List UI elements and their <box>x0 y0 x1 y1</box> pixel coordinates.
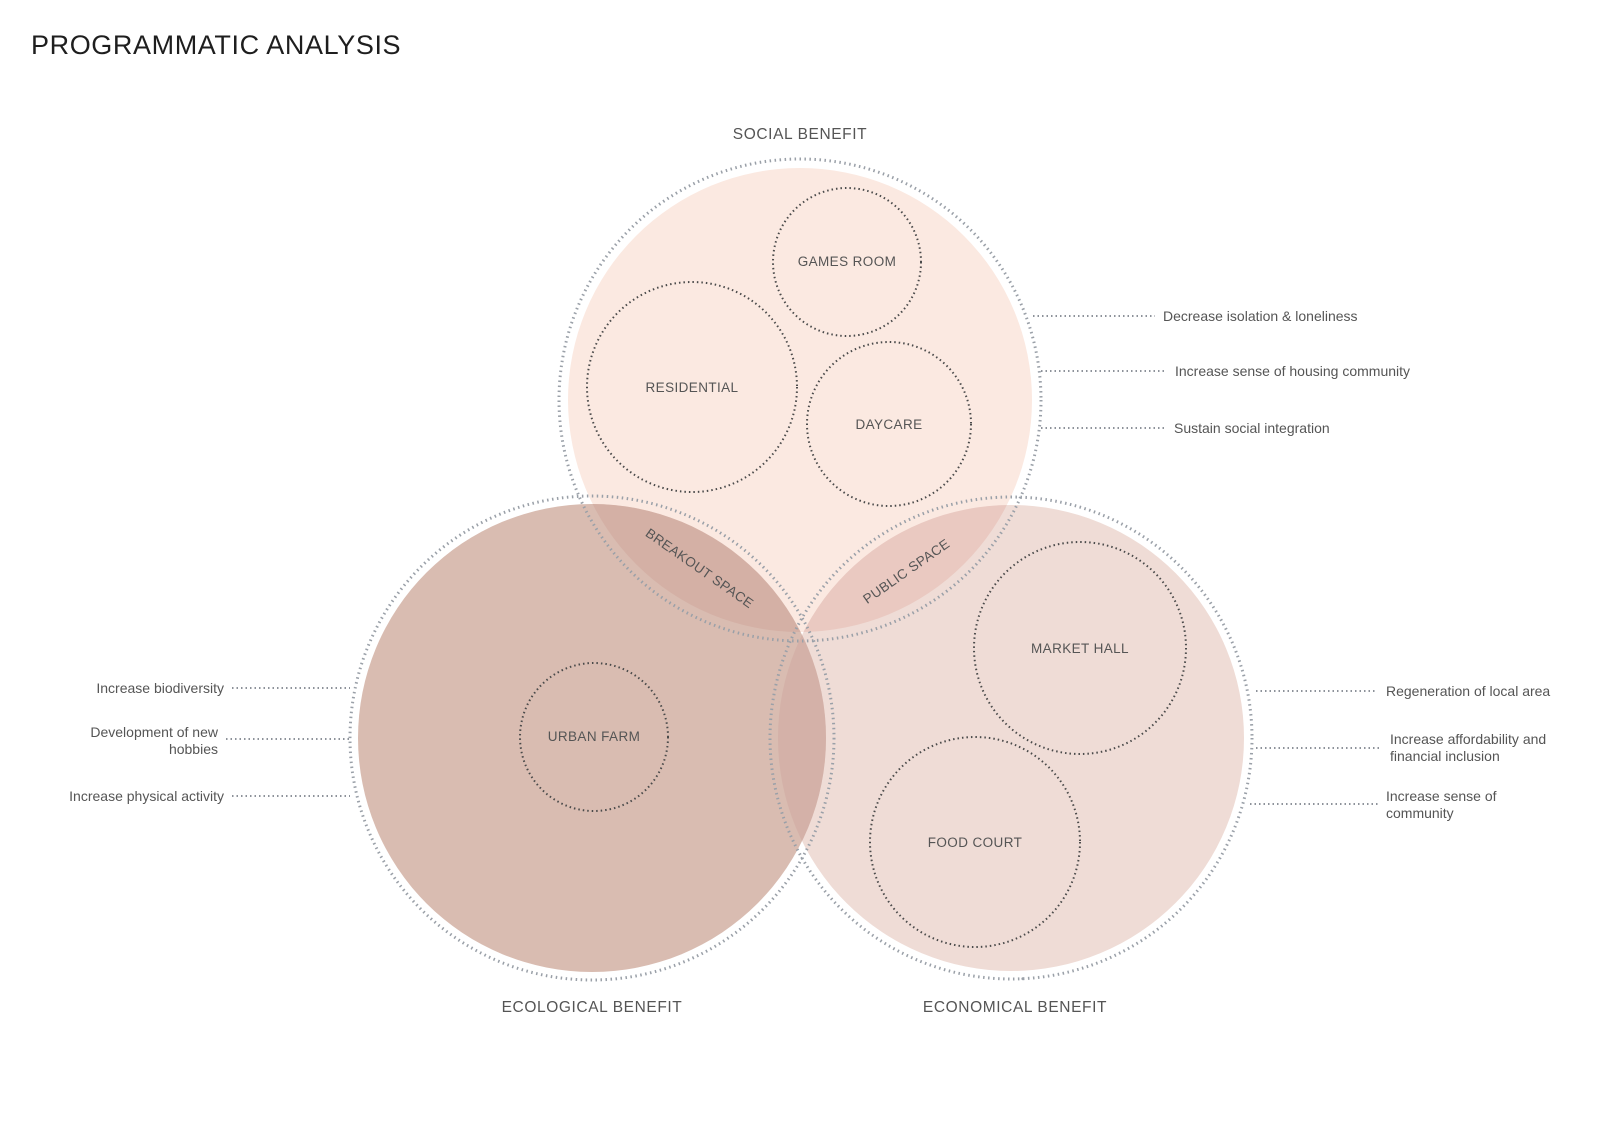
urban-farm-label: URBAN FARM <box>548 729 641 744</box>
eco-benefit-1: Increase biodiversity <box>96 680 224 696</box>
market-hall-label: MARKET HALL <box>1031 641 1129 656</box>
ecological-circle <box>358 504 826 972</box>
residential-label: RESIDENTIAL <box>646 380 739 395</box>
social-benefit-2: Increase sense of housing community <box>1175 363 1410 379</box>
food-court-label: FOOD COURT <box>928 835 1023 850</box>
social-circle <box>568 168 1032 632</box>
games-room-label: GAMES ROOM <box>798 254 897 269</box>
econ-benefit-1: Regeneration of local area <box>1386 683 1550 699</box>
residential-circle <box>586 281 798 493</box>
social-benefit-3: Sustain social integration <box>1174 420 1330 436</box>
social-benefit-1: Decrease isolation & loneliness <box>1163 308 1358 324</box>
economical-ring <box>768 495 1254 981</box>
economical-benefit-label: ECONOMICAL BENEFIT <box>923 999 1107 1016</box>
urban-farm-circle <box>519 662 669 812</box>
daycare-circle <box>806 341 972 507</box>
ecological-benefit-label: ECOLOGICAL BENEFIT <box>502 999 683 1016</box>
games-room-circle <box>772 187 922 337</box>
market-hall-circle <box>973 541 1187 755</box>
food-court-circle <box>869 736 1081 948</box>
social-benefit-label: SOCIAL BENEFIT <box>733 126 867 143</box>
eco-benefit-3: Increase physical activity <box>69 788 224 804</box>
page-title: PROGRAMMATIC ANALYSIS <box>31 30 402 60</box>
ecological-ring <box>348 494 836 982</box>
daycare-label: DAYCARE <box>855 417 922 432</box>
social-ring <box>557 157 1043 643</box>
